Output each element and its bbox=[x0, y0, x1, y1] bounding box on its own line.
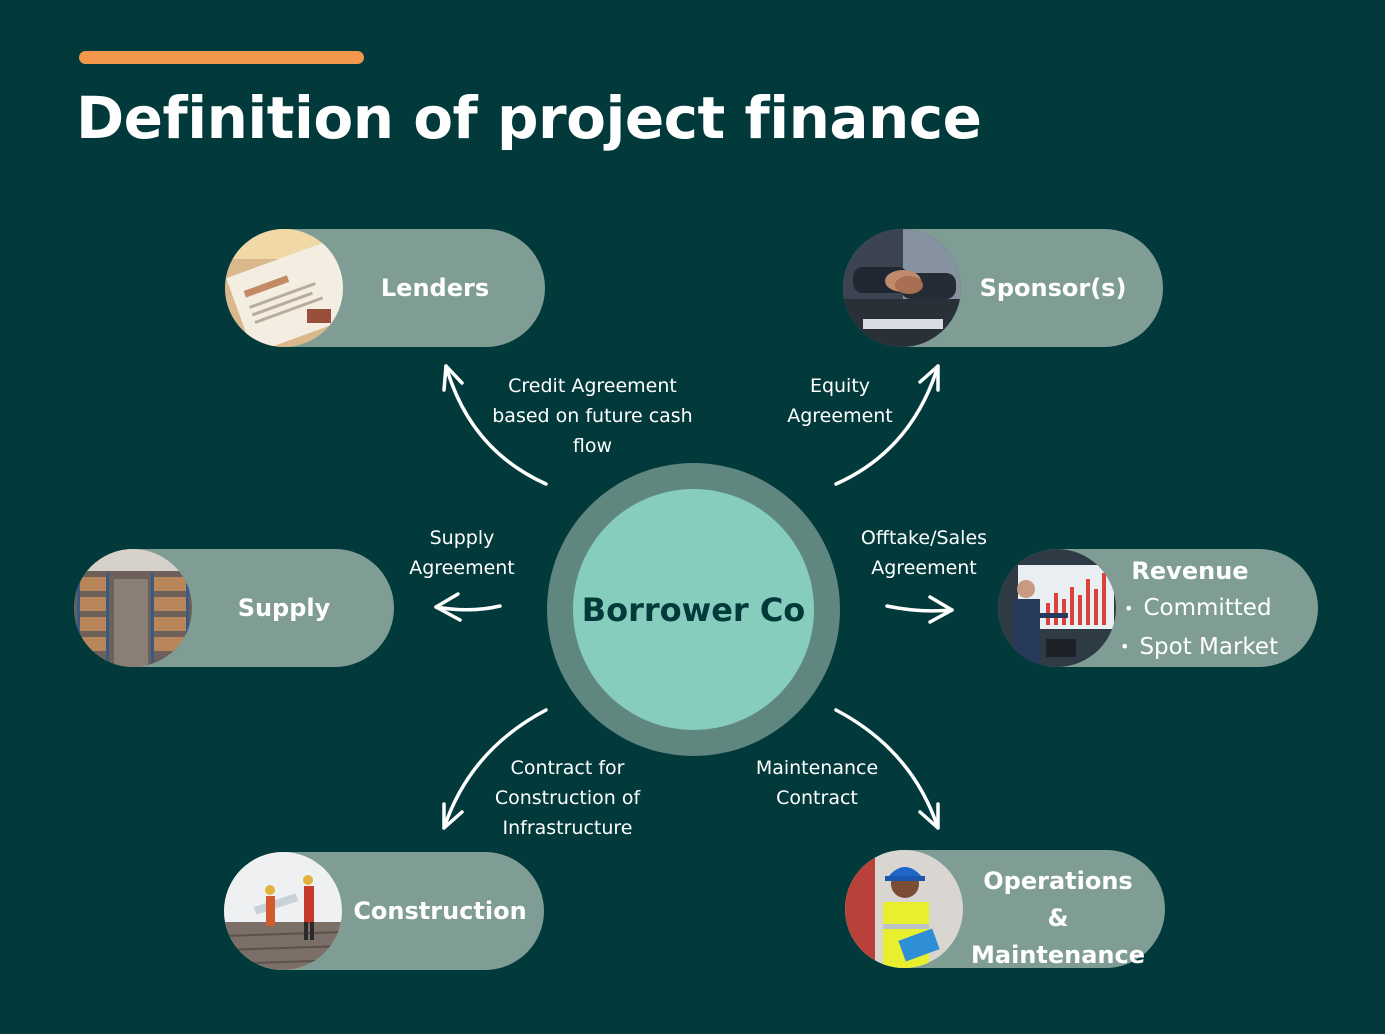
arrow-to-supply bbox=[434, 592, 502, 622]
contract-document-icon bbox=[225, 229, 343, 347]
supply-label: Supply bbox=[237, 594, 331, 622]
revenue-text: Revenue •Committed •Spot Market bbox=[1120, 553, 1300, 666]
warehouse-icon bbox=[74, 549, 192, 667]
lenders-node: Lenders bbox=[225, 229, 545, 347]
equity-agreement-label: Equity Agreement bbox=[787, 375, 893, 427]
construction-node: Construction bbox=[224, 852, 544, 970]
construction-workers-icon bbox=[224, 852, 342, 970]
presentation-chart-icon bbox=[998, 549, 1116, 667]
hub-circle: Borrower Co bbox=[573, 489, 814, 730]
operations-label-line1: Operations & bbox=[983, 867, 1133, 932]
sponsors-label: Sponsor(s) bbox=[979, 274, 1127, 302]
operations-node: Operations & Maintenance bbox=[845, 850, 1165, 969]
hard-hat-worker-icon bbox=[845, 850, 963, 968]
page-title: Definition of project finance bbox=[76, 84, 982, 152]
credit-agreement-label: Credit Agreement based on future cash fl… bbox=[492, 375, 693, 457]
handshake-icon bbox=[843, 229, 961, 347]
supply-node: Supply bbox=[74, 549, 394, 667]
revenue-node bbox=[998, 549, 1318, 667]
maintenance-contract-label: Maintenance Contract bbox=[755, 757, 879, 809]
operations-label: Operations & Maintenance bbox=[971, 863, 1145, 974]
construction-label: Construction bbox=[353, 897, 527, 925]
revenue-item-committed: •Committed bbox=[1124, 595, 1272, 621]
arrow-to-revenue bbox=[885, 595, 954, 624]
construction-contract-label: Contract for Construction of Infrastruct… bbox=[494, 757, 641, 839]
operations-label-line2: Maintenance bbox=[971, 941, 1146, 969]
title-accent-bar bbox=[79, 51, 364, 64]
revenue-label: Revenue bbox=[1131, 557, 1249, 585]
arrow-to-sponsors bbox=[834, 364, 940, 486]
sponsors-node: Sponsor(s) bbox=[843, 229, 1163, 347]
arrow-to-lenders bbox=[442, 364, 548, 486]
revenue-item-spot-market: •Spot Market bbox=[1120, 633, 1279, 660]
arrow-to-construction bbox=[442, 708, 548, 830]
lenders-label: Lenders bbox=[380, 274, 490, 302]
arrow-to-operations bbox=[834, 708, 940, 830]
hub-label: Borrower Co bbox=[581, 590, 806, 629]
offtake-agreement-label: Offtake/Sales Agreement bbox=[860, 527, 988, 579]
supply-agreement-label: Supply Agreement bbox=[409, 527, 515, 579]
